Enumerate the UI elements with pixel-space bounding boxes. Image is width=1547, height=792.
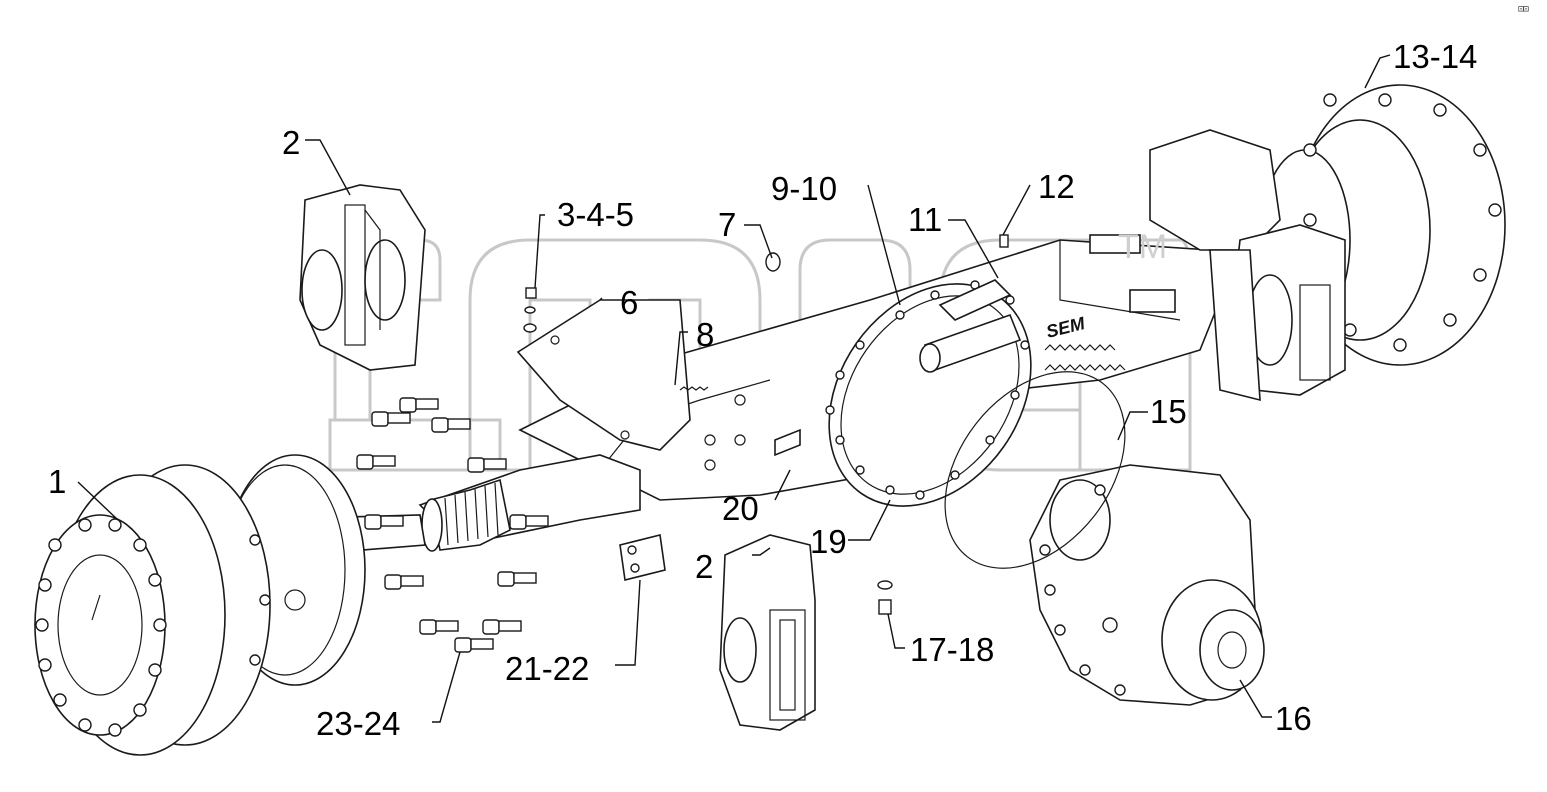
callout-1: 1 — [48, 463, 67, 500]
left-wheel-hub — [34, 464, 271, 756]
callout-8: 8 — [696, 316, 715, 353]
right-brake-caliper — [1149, 129, 1346, 402]
pin-icon[interactable]: ⊡⊡ — [1518, 4, 1529, 15]
brake-caliper-bottom — [719, 534, 816, 731]
callout-16: 16 — [1275, 700, 1312, 737]
brake-caliper-top — [299, 184, 426, 371]
watermark-tm: TM — [1118, 228, 1168, 266]
pinion-shaft — [919, 313, 1022, 373]
callout-19: 19 — [810, 523, 847, 560]
callout-13-14: 13-14 — [1393, 38, 1478, 75]
small-parts — [523, 234, 1012, 615]
callout-12: 12 — [1038, 168, 1075, 205]
callout-9-10: 9-10 — [771, 170, 838, 207]
callout-17-18: 17-18 — [910, 631, 995, 668]
callout-6: 6 — [620, 284, 639, 321]
left-axle-tube — [418, 454, 641, 552]
differential-carrier — [1029, 464, 1265, 706]
callout-21-22: 21-22 — [505, 650, 590, 687]
callout-2-bottom: 2 — [695, 548, 714, 585]
leader-lines — [77, 54, 1391, 723]
callout-20: 20 — [722, 490, 759, 527]
callout-3-4-5: 3-4-5 — [557, 196, 635, 233]
callout-2-top: 2 — [282, 124, 301, 161]
callout-11: 11 — [908, 201, 943, 238]
housing-stripes — [1044, 344, 1116, 351]
callout-23-24: 23-24 — [316, 705, 401, 742]
callout-7: 7 — [718, 206, 737, 243]
bracket-plate — [516, 299, 691, 451]
callout-15: 15 — [1150, 393, 1187, 430]
o-ring — [944, 371, 1126, 569]
small-bracket — [619, 534, 666, 581]
loose-bolts — [356, 397, 549, 653]
